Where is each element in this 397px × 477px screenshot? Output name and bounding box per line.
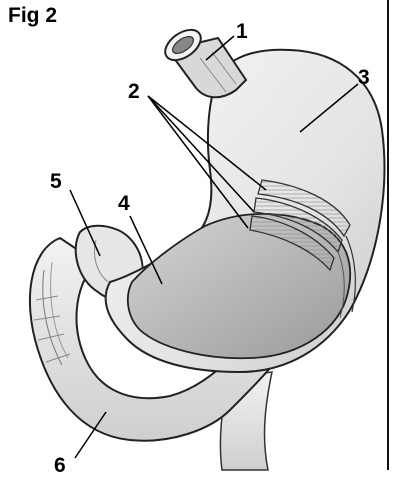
label-4: 4: [118, 192, 130, 215]
stomach-inner-cavity: [128, 214, 350, 358]
esophagus: [160, 24, 246, 98]
label-3: 3: [358, 66, 370, 89]
label-6: 6: [54, 454, 66, 477]
label-2: 2: [128, 80, 140, 103]
label-1: 1: [236, 20, 248, 43]
label-5: 5: [50, 170, 62, 193]
